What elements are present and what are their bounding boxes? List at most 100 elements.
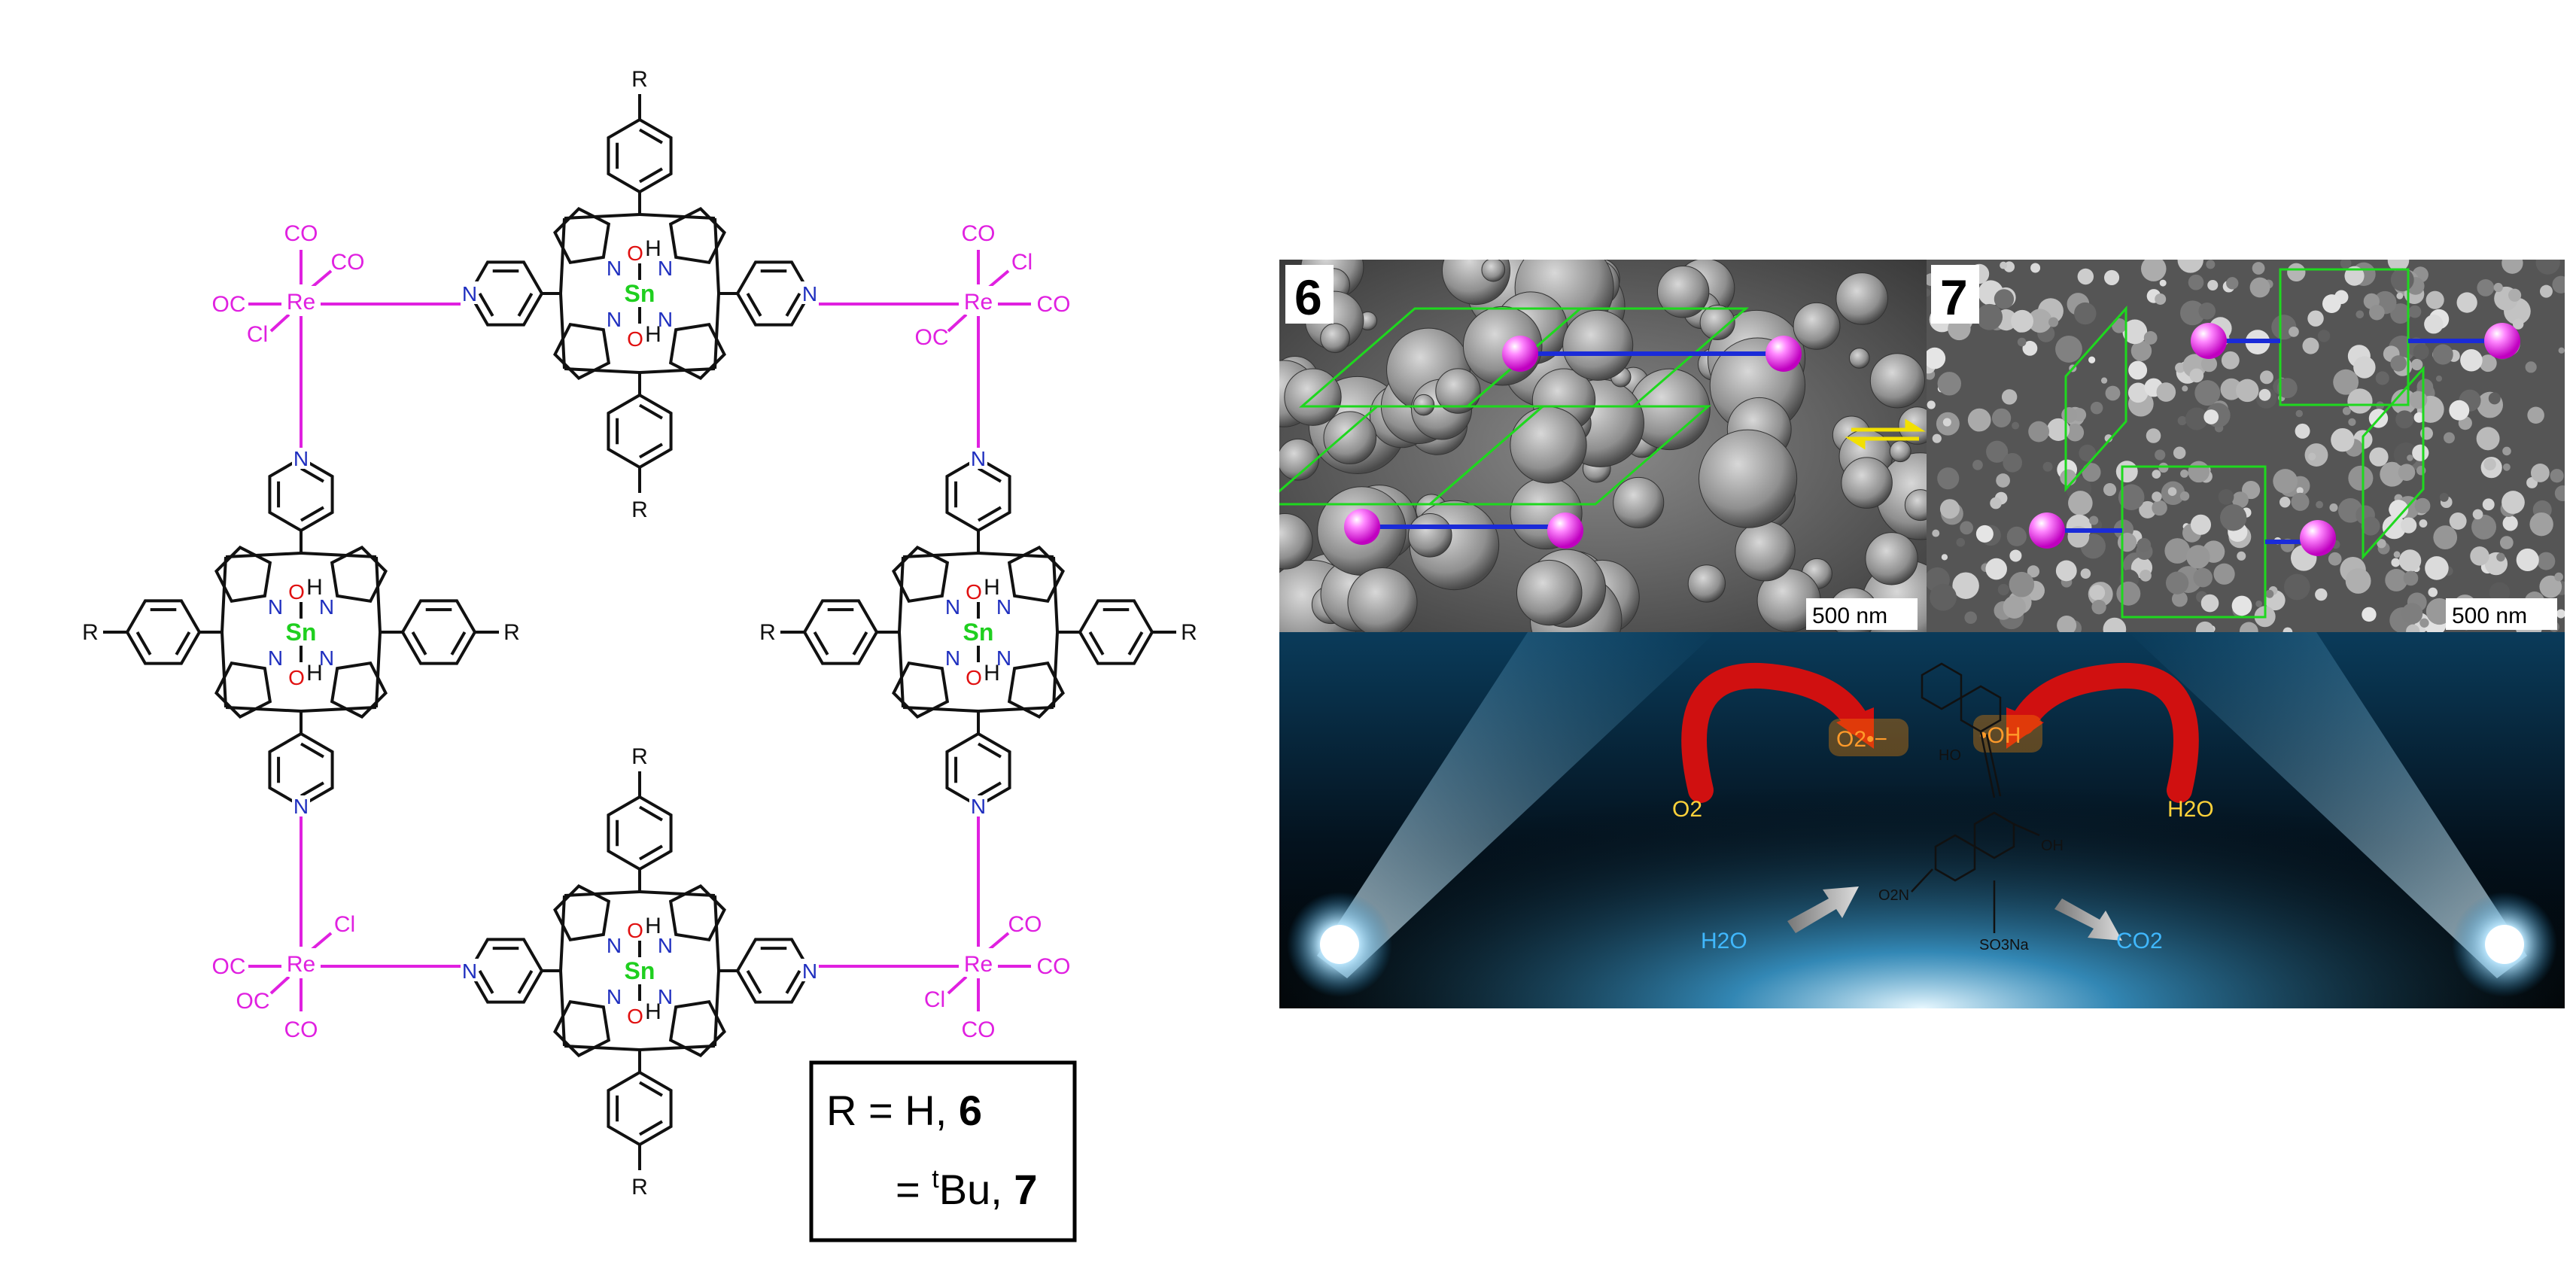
bond — [564, 890, 640, 897]
pyrrole-ring — [553, 207, 611, 265]
microsphere — [1279, 513, 1313, 570]
red-arrow-right — [2010, 662, 2199, 803]
metal-node — [2191, 323, 2227, 359]
gray-arrow-right — [2054, 899, 2122, 941]
bond — [746, 970, 762, 994]
sn-mask — [622, 280, 658, 307]
bond — [300, 706, 377, 713]
svg-text:500 nm: 500 nm — [2452, 604, 2527, 628]
bond — [220, 631, 227, 708]
n-mask — [605, 257, 623, 278]
nanoparticle — [2340, 260, 2352, 269]
nanoparticle — [2012, 421, 2020, 430]
o2-label: O2 — [1672, 797, 1702, 822]
nanoparticle — [2396, 292, 2404, 300]
re-ligand-bond — [310, 269, 333, 289]
nanoparticle — [2193, 567, 2213, 588]
porphyrin-n: N — [268, 646, 283, 670]
nanoparticle — [2413, 412, 2425, 423]
nanoparticle — [2048, 317, 2059, 327]
nanoparticle — [2175, 362, 2185, 373]
n-mask — [266, 647, 284, 668]
nanoparticle — [2552, 275, 2565, 293]
dye-ho-label: HO — [1939, 747, 1961, 764]
nanoparticle — [2017, 337, 2027, 347]
pyrrole-ring — [214, 546, 272, 604]
porphyrin-n: N — [945, 646, 960, 670]
microsphere — [1320, 323, 1350, 354]
nanoparticle — [2279, 497, 2291, 508]
hydroxo-o: O — [288, 666, 305, 689]
bond — [564, 1045, 640, 1051]
re-ligand: OC — [236, 989, 270, 1014]
rhenium-atom: Re — [964, 952, 993, 977]
nanoparticle — [1937, 372, 1961, 396]
nanoparticle — [2190, 514, 2212, 535]
bond — [638, 844, 663, 861]
nanoparticle — [2411, 358, 2423, 371]
bond — [175, 631, 191, 655]
hydroxo-h: H — [645, 999, 661, 1024]
bond — [225, 552, 302, 558]
nanoparticle — [2155, 293, 2167, 305]
nanoparticle — [2186, 545, 2210, 569]
nanoparticle — [2512, 318, 2524, 330]
nanoparticle — [2047, 418, 2070, 441]
microsphere — [1656, 266, 1710, 318]
nanoparticle — [2348, 465, 2374, 491]
nanoparticle — [2328, 552, 2342, 566]
equilibrium-arrows — [1845, 418, 1926, 450]
nanoparticle — [2146, 428, 2161, 443]
bond — [785, 292, 801, 317]
nanoparticle — [2237, 551, 2246, 561]
nanoparticle — [1941, 554, 1948, 561]
nanoparticle — [2189, 368, 2204, 383]
sn-mask — [622, 957, 658, 984]
nanoparticle — [2382, 515, 2407, 540]
microsphere — [1699, 304, 1735, 340]
nanoparticle — [2393, 442, 2419, 467]
grid-cell — [1426, 405, 1712, 506]
tin-atom: Sn — [625, 957, 655, 984]
bond — [639, 367, 716, 374]
grid-cell — [2362, 366, 2425, 560]
nanoparticle — [2449, 400, 2470, 421]
azo-bond — [1985, 734, 2002, 797]
nanoparticle — [2206, 260, 2216, 269]
dye-oh-label: OH — [2041, 838, 2064, 854]
nanoparticle — [2387, 260, 2410, 272]
nanoparticle — [2554, 485, 2565, 502]
bond — [713, 217, 720, 294]
re-ligand-bond — [987, 269, 1010, 289]
nanoparticle — [2390, 268, 2414, 292]
nanoparticle — [2104, 269, 2120, 285]
microsphere — [1413, 394, 1435, 416]
dye-so3na-label: SO3Na — [1979, 937, 2029, 953]
nanoparticle — [1997, 584, 2009, 596]
bond — [411, 631, 427, 655]
microsphere — [1562, 309, 1634, 381]
nanoparticle — [2432, 344, 2453, 365]
pyridine-n: N — [971, 447, 986, 470]
bond — [300, 506, 324, 522]
nanoparticle — [2074, 302, 2097, 325]
bond — [746, 293, 762, 317]
metal-node — [1765, 336, 1802, 372]
hydroxo-o: O — [288, 580, 305, 604]
nanoparticle — [2283, 627, 2293, 632]
nanoparticle — [2460, 348, 2483, 372]
nanoparticle — [2128, 360, 2148, 380]
pyrrole-ring — [553, 884, 611, 942]
bond — [559, 217, 566, 294]
nanoparticle — [1932, 433, 1942, 443]
nanoparticle — [2433, 525, 2458, 550]
tin-atom: Sn — [963, 619, 994, 646]
nanoparticle — [2390, 303, 2411, 324]
pyrrole-ring — [553, 322, 611, 380]
nanoparticle — [2362, 607, 2377, 622]
nanoparticle — [2488, 392, 2501, 405]
pyridine-n: N — [462, 959, 477, 983]
nanoparticle — [2496, 552, 2505, 562]
nanoparticle — [2409, 391, 2428, 409]
nanoparticle — [2401, 603, 2423, 625]
